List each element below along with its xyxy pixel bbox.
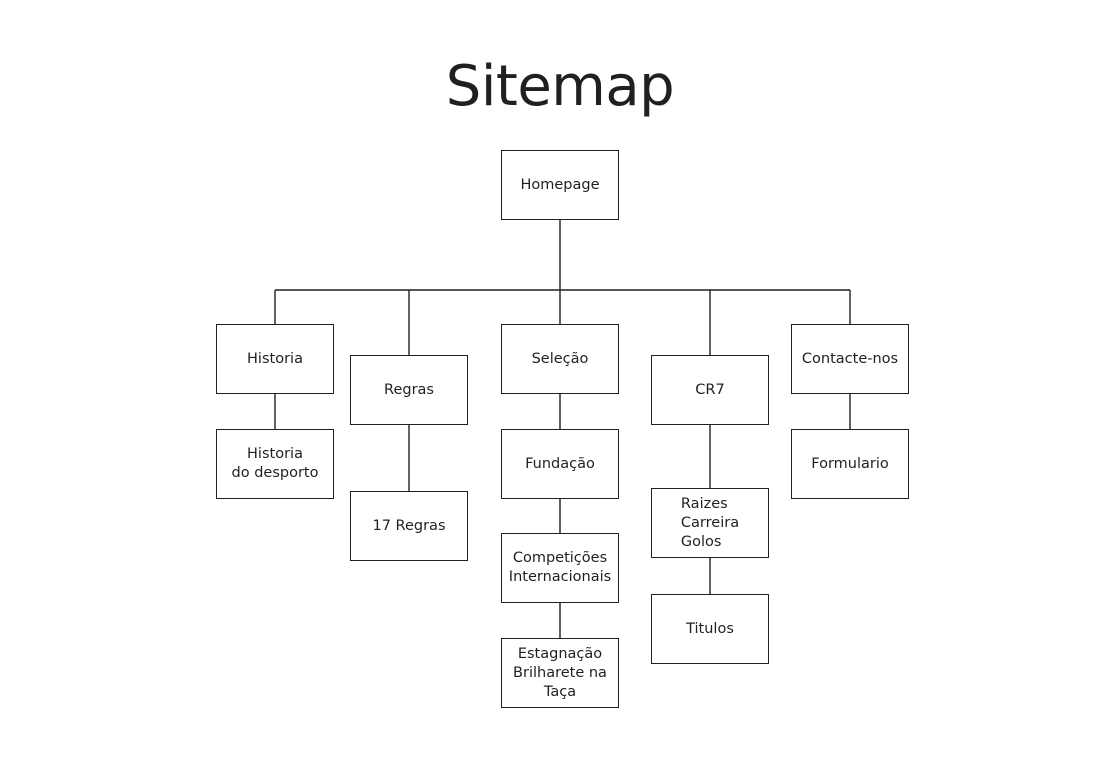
node-selecao[interactable]: Seleção bbox=[501, 324, 619, 394]
node-fundacao[interactable]: Fundação bbox=[501, 429, 619, 499]
node-competicoes-internacionais[interactable]: Competições Internacionais bbox=[501, 533, 619, 603]
node-titulos[interactable]: Titulos bbox=[651, 594, 769, 664]
node-17-regras[interactable]: 17 Regras bbox=[350, 491, 468, 561]
node-formulario[interactable]: Formulario bbox=[791, 429, 909, 499]
node-historia-do-desporto[interactable]: Historia do desporto bbox=[216, 429, 334, 499]
node-contacte-nos[interactable]: Contacte-nos bbox=[791, 324, 909, 394]
node-homepage[interactable]: Homepage bbox=[501, 150, 619, 220]
node-historia[interactable]: Historia bbox=[216, 324, 334, 394]
node-cr7[interactable]: CR7 bbox=[651, 355, 769, 425]
node-regras[interactable]: Regras bbox=[350, 355, 468, 425]
node-estagnacao[interactable]: Estagnação Brilharete na Taça bbox=[501, 638, 619, 708]
page-title: Sitemap bbox=[445, 54, 675, 119]
node-raizes-carreira-golos[interactable]: Raizes Carreira Golos bbox=[651, 488, 769, 558]
